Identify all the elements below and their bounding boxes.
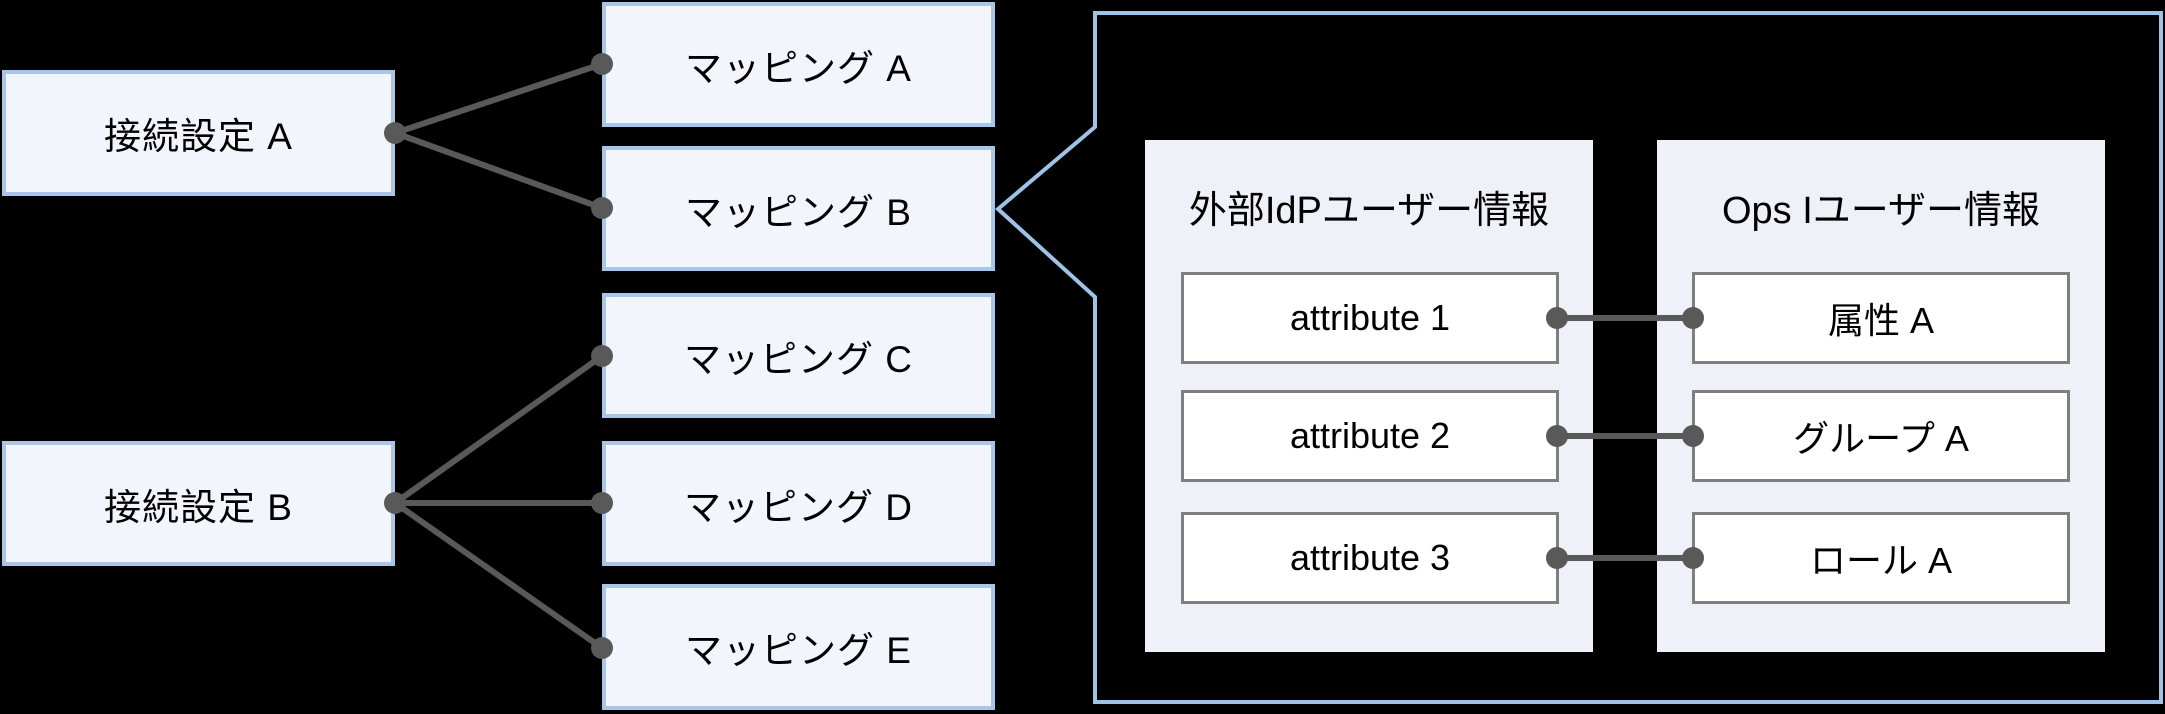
connector-dots: [384, 53, 613, 659]
mapping-box-a: マッピング A: [602, 2, 995, 127]
mapping-box-a-label: マッピング A: [685, 47, 912, 89]
idp-attribute-3-label: attribute 3: [1289, 537, 1451, 578]
mapping-box-b-label: マッピング B: [685, 191, 912, 233]
mapping-box-e: マッピング E: [602, 584, 995, 710]
opsi-group-label: グループ A: [1793, 418, 1969, 459]
opsi-panel-title: Ops Iユーザー情報: [1721, 189, 2041, 232]
mapping-box-b: マッピング B: [602, 146, 995, 271]
connection-box-a-label: 接続設定 A: [104, 116, 293, 157]
connection-box-b-label: 接続設定 B: [104, 486, 293, 528]
idp-user-info-panel: 外部IdPユーザー情報 attribute 1 attribute 2 attr…: [1145, 140, 1593, 652]
mapping-box-e-label: マッピング E: [685, 630, 912, 671]
mapping-box-c: マッピング C: [602, 293, 995, 418]
connection-box-b: 接続設定 B: [2, 441, 395, 566]
mapping-box-d-label: マッピング D: [684, 486, 913, 528]
opsi-group-box: グループ A: [1692, 390, 2070, 482]
mapping-box-d: マッピング D: [602, 441, 995, 566]
connection-a-links: [393, 61, 604, 211]
opsi-role-box: ロール A: [1692, 512, 2070, 604]
idp-panel-title: 外部IdPユーザー情報: [1188, 189, 1550, 232]
opsi-attribute-label: 属性 A: [1827, 300, 1934, 341]
mapping-box-c-label: マッピング C: [684, 338, 913, 380]
idp-attribute-1-label: attribute 1: [1289, 297, 1451, 338]
idp-attribute-3-box: attribute 3: [1181, 512, 1559, 604]
idp-attribute-2-box: attribute 2: [1181, 390, 1559, 482]
connection-box-a: 接続設定 A: [2, 70, 395, 196]
idp-attribute-1-box: attribute 1: [1181, 272, 1559, 364]
idp-attribute-2-label: attribute 2: [1289, 415, 1451, 456]
opsi-attribute-box: 属性 A: [1692, 272, 2070, 364]
connection-b-links: [393, 353, 604, 651]
opsi-user-info-panel: Ops Iユーザー情報 属性 A グループ A ロール A: [1657, 140, 2105, 652]
opsi-role-label: ロール A: [1809, 540, 1952, 581]
